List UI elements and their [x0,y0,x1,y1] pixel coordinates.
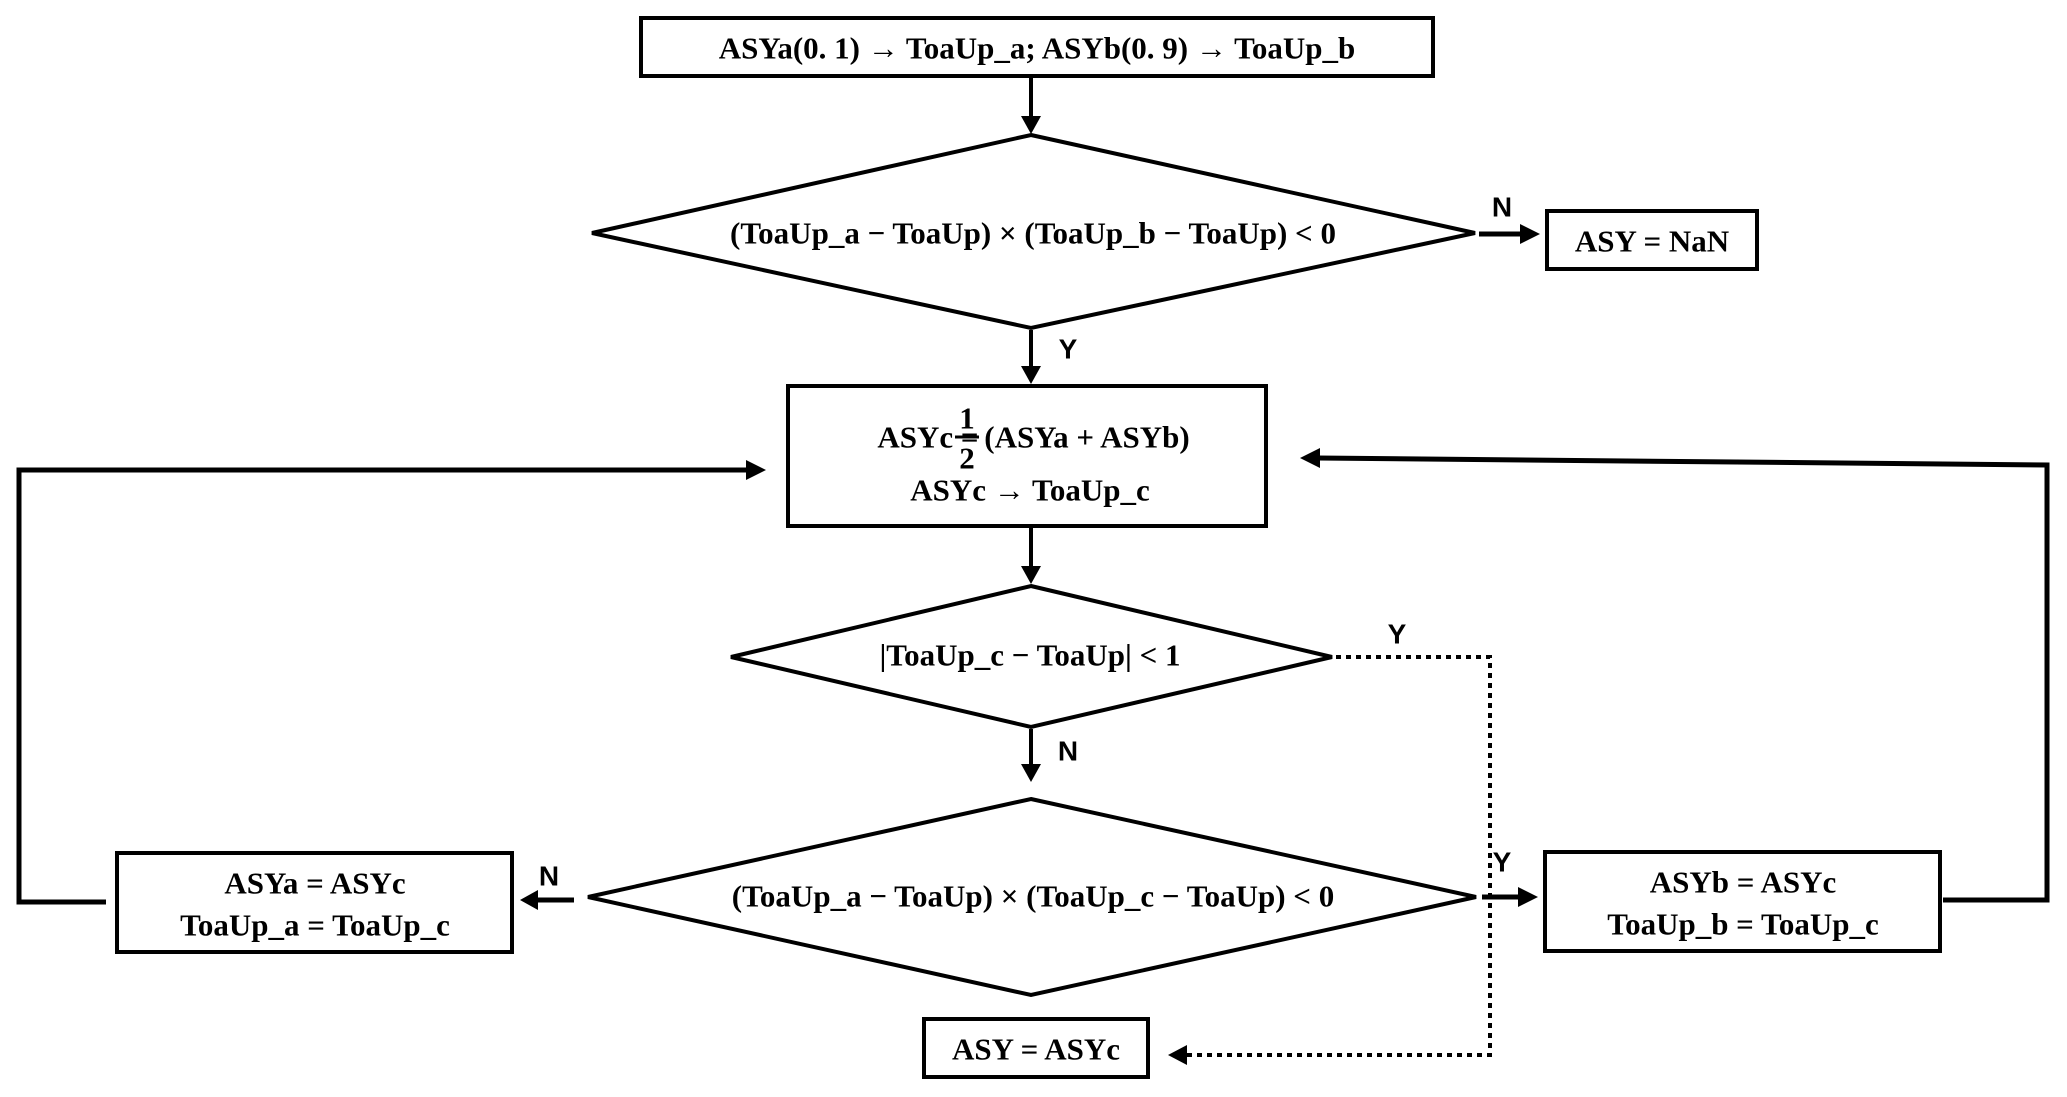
edge-check-to-nan: N [1479,192,1540,244]
arrowhead-icon [1168,1045,1187,1065]
arrowhead-icon [1021,366,1041,384]
edge-init-to-check [1021,78,1041,134]
midpoint-fraction-numerator: 1 [959,401,975,436]
edge-line-dotted [1185,655,1492,1057]
node-midpoint: ASYc = 1 2 (ASYa + ASYb) ASYc → ToaUp_c [786,384,1268,528]
update-a-line2: ToaUp_a = ToaUp_c [180,908,450,943]
edge-line [1317,455,2050,903]
init-box [639,16,1435,78]
edge-update-a-to-midpoint [16,460,766,905]
edge-side-to-update-b: Y [1482,847,1538,907]
node-init: ASYa(0. 1) → ToaUp_a; ASYb(0. 9) → ToaUp… [639,16,1435,78]
converge-check-text: |ToaUp_c − ToaUp| < 1 [879,638,1180,673]
node-converge-check: |ToaUp_c − ToaUp| < 1 [730,583,1333,730]
edge-converge-to-side: N [1021,729,1078,782]
node-final-result: ASY = ASYc [922,1017,1150,1079]
edge-side-to-update-a: N [520,861,574,910]
decision-diamond [587,796,1477,998]
side-check-text: (ToaUp_a − ToaUp) × (ToaUp_c − ToaUp) < … [732,879,1334,914]
midpoint-line2: ASYc → ToaUp_c [910,473,1149,508]
edge-label-yes: Y [1388,619,1407,650]
edge-label-no: N [539,861,559,892]
init-text: ASYa(0. 1) → ToaUp_a; ASYb(0. 9) → ToaUp… [719,31,1356,66]
arrowhead-icon [1300,448,1320,468]
final-result-box [922,1017,1150,1079]
update-b-box [1543,850,1942,953]
arrowhead-icon [746,460,766,480]
decision-diamond [591,132,1476,331]
midpoint-box [786,384,1268,528]
node-nan-result: ASY = NaN [1545,209,1759,271]
node-side-check: (ToaUp_a − ToaUp) × (ToaUp_c − ToaUp) < … [587,796,1477,998]
midpoint-rhs: (ASYa + ASYb) [984,420,1189,455]
arrowhead-icon [1021,116,1041,134]
update-a-line1: ASYa = ASYc [224,866,405,901]
decision-diamond [730,583,1333,730]
edge-label-yes: Y [1493,847,1512,878]
arrowhead-icon [1518,887,1538,907]
update-a-box [115,851,514,954]
update-b-line1: ASYb = ASYc [1650,865,1836,900]
check-bracket-text: (ToaUp_a − ToaUp) × (ToaUp_b − ToaUp) < … [730,216,1336,251]
edge-converge-to-final: Y [1168,619,1492,1065]
node-check-bracket: (ToaUp_a − ToaUp) × (ToaUp_b − ToaUp) < … [591,132,1476,331]
midpoint-fraction-denominator: 2 [959,441,975,476]
node-update-a: ASYa = ASYc ToaUp_a = ToaUp_c [115,851,514,954]
edge-midpoint-to-converge [1021,528,1041,584]
final-result-text: ASY = ASYc [952,1032,1120,1067]
nan-result-text: ASY = NaN [1575,224,1729,259]
arrowhead-icon [1021,566,1041,584]
update-b-line2: ToaUp_b = ToaUp_c [1607,907,1879,942]
edge-label-no: N [1492,192,1512,223]
arrowhead-icon [520,890,538,910]
edge-line [16,467,748,905]
node-update-b: ASYb = ASYc ToaUp_b = ToaUp_c [1543,850,1942,953]
edge-check-to-midpoint: Y [1021,330,1078,384]
edge-label-no: N [1058,736,1078,767]
nan-result-box [1545,209,1759,271]
edge-label-yes: Y [1059,334,1078,365]
arrowhead-icon [1520,224,1540,244]
edge-update-b-to-midpoint [1300,448,2050,903]
arrowhead-icon [1021,764,1041,782]
